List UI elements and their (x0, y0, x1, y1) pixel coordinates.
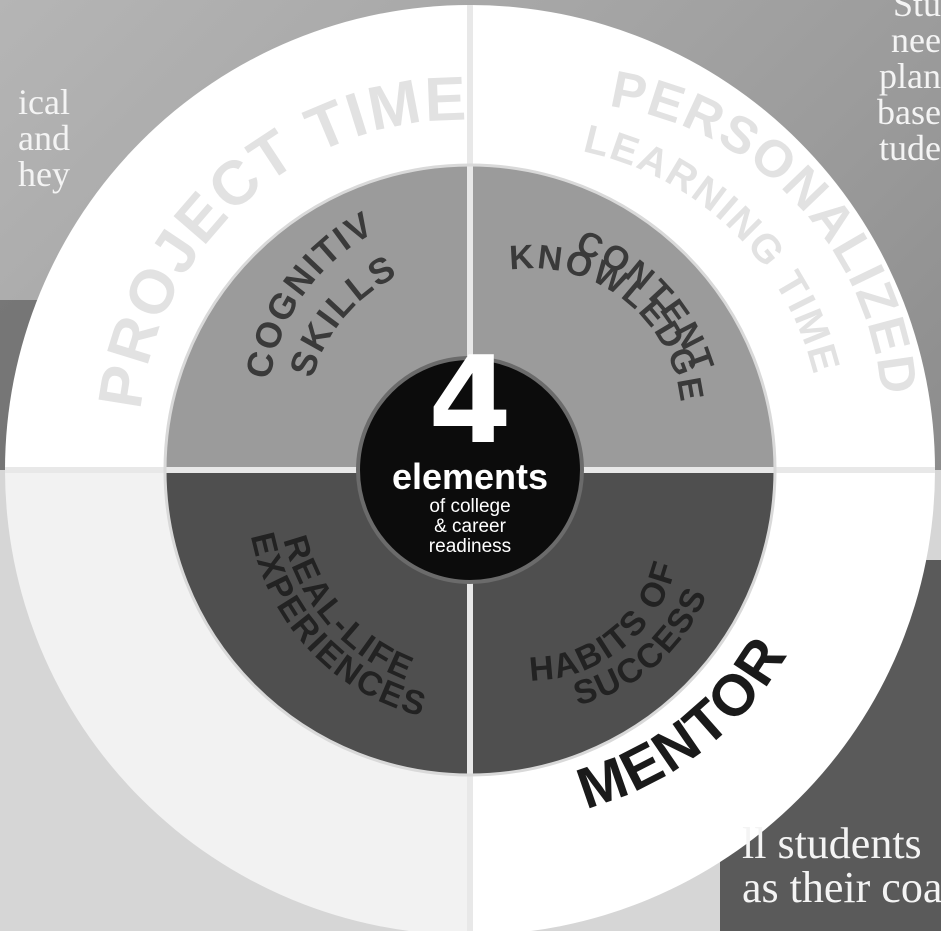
background-text-line: Stu (892, 0, 941, 24)
background-text-line: nee (891, 20, 941, 60)
center-word: elements (392, 456, 548, 497)
center-disc (358, 358, 582, 582)
background-text-left: ical and hey (0, 84, 70, 192)
background-text-line: and (18, 118, 70, 158)
center-number: 4 (428, 332, 512, 471)
background-text-line: plan (879, 56, 941, 96)
center-subtitle-line: of college (429, 496, 510, 517)
background-text-right-top: Stu nee plan base tude (840, 0, 941, 166)
center-subtitle-line: readiness (429, 536, 511, 557)
background-text-line: hey (18, 154, 70, 194)
center-subtitle-line: & career (434, 516, 506, 537)
inner-ring-border (163, 163, 777, 777)
background-text-line: ll students (742, 819, 922, 868)
background-text-right-bottom: ll students as their coac (742, 822, 941, 910)
background-text-line: as their coac (742, 863, 941, 912)
background-text-line: ical (18, 82, 70, 122)
background-text-line: tude (879, 128, 941, 168)
center-disc-border (356, 356, 584, 584)
background-text-line: base (877, 92, 941, 132)
